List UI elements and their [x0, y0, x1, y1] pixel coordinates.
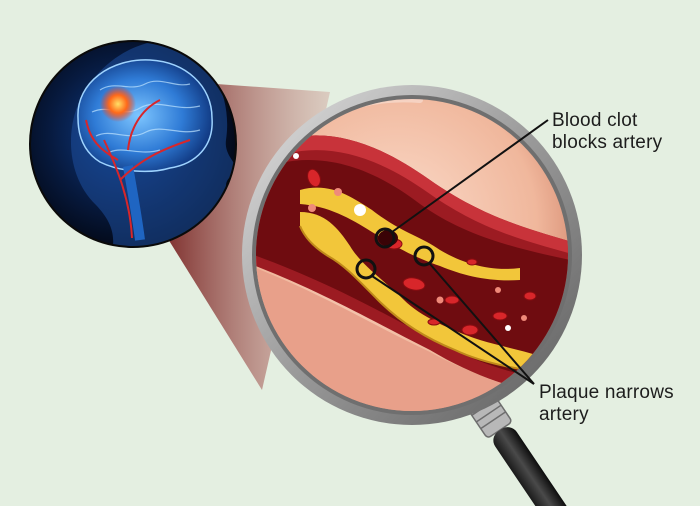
clot-marker [374, 227, 396, 249]
plaque-marker-left [355, 258, 377, 280]
plaque-leader-line-right [429, 263, 535, 385]
leader-lines [371, 119, 549, 385]
plaque-marker-right [413, 245, 435, 267]
brain-scan-head-icon [29, 40, 237, 248]
clot-label: Blood clot blocks artery [552, 110, 662, 154]
plaque-label: Plaque narrows artery [539, 382, 674, 426]
plaque-leader-line-left [371, 275, 535, 385]
clot-leader-line [391, 119, 549, 233]
artery-cross-section [256, 99, 568, 411]
callout-markers [355, 227, 435, 280]
plaque-label-line1: Plaque narrows [539, 382, 674, 403]
plaque-label-line2: artery [539, 404, 589, 425]
magnifying-glass-icon [242, 85, 582, 506]
clot-label-line2: blocks artery [552, 132, 663, 153]
clot-label-line1: Blood clot [552, 110, 638, 131]
